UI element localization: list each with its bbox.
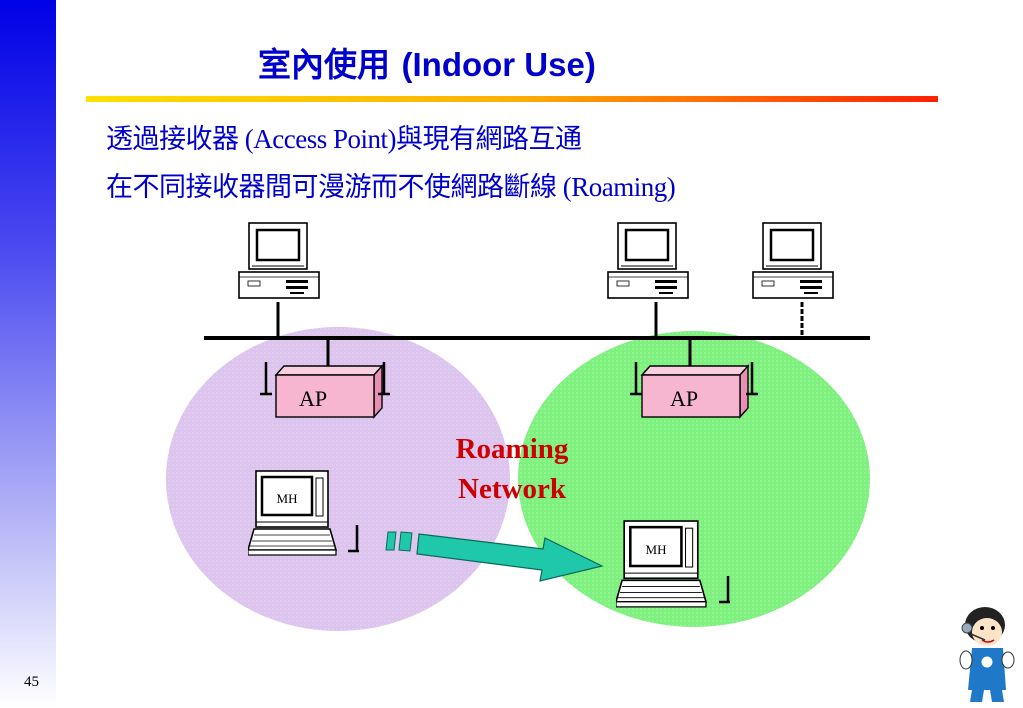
coverage-cell-right-texture [518, 331, 870, 627]
title-chinese: 室內使用 [258, 45, 390, 84]
access-point-left: AP [274, 364, 384, 419]
title-underline [86, 96, 938, 102]
ap-label-right: AP [670, 386, 698, 411]
mascot-character-icon [959, 607, 1015, 702]
mh-label-left: MH [277, 491, 298, 506]
desktop-computer-middle [607, 222, 690, 300]
mh-label-right: MH [646, 542, 667, 557]
slide-title: 室內使用 (Indoor Use) [258, 38, 596, 86]
laptop-mobile-host-right [616, 520, 708, 609]
left-gradient-bar [0, 0, 56, 708]
desktop-computer-left [238, 222, 321, 300]
page-number: 45 [24, 674, 39, 690]
ap-label-left: AP [299, 386, 327, 411]
access-point-right: AP [640, 364, 750, 419]
bullet-line-2: 在不同接收器間可漫游而不使網路斷線 (Roaming) [106, 172, 676, 202]
roaming-movement-arrow [385, 531, 604, 582]
roaming-label-line2: Network [458, 473, 567, 505]
bullet-line-1: 透過接收器 (Access Point)與現有網路互通 [106, 124, 582, 154]
roaming-label-line1: Roaming [456, 433, 569, 465]
desktop-computer-right [752, 222, 835, 300]
title-english: (Indoor Use) [401, 46, 596, 83]
laptop-mobile-host-left [248, 470, 338, 557]
